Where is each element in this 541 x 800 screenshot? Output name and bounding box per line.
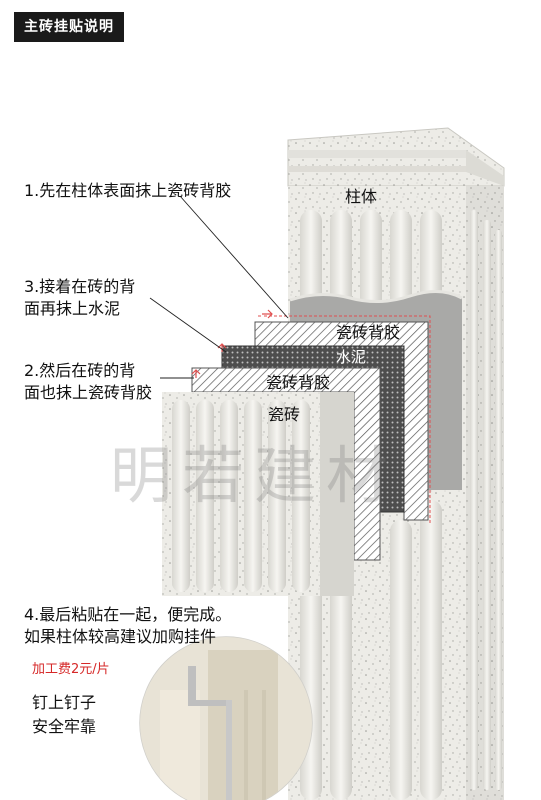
watermark: 明若建材 — [110, 439, 399, 512]
label-layer-tile: 瓷砖 — [268, 405, 301, 424]
label-step2-line2: 面也抹上瓷砖背胶 — [24, 383, 153, 402]
label-nail-line2: 安全牢靠 — [32, 717, 97, 736]
red-arrow-markers — [191, 309, 273, 378]
price-note: 加工费2元/片 — [32, 662, 110, 677]
label-layer-adhesive-inner: 瓷砖背胶 — [336, 323, 401, 342]
column-front-flutes — [300, 210, 442, 800]
section-title: 主砖挂贴说明 — [14, 12, 124, 42]
label-layer-adhesive-outer: 瓷砖背胶 — [266, 373, 331, 392]
tile-piece — [162, 392, 354, 596]
label-layer-cement: 水泥 — [336, 348, 367, 366]
column-side-flutes — [470, 210, 502, 790]
hook-inset — [139, 636, 313, 800]
label-step1: 1.先在柱体表面抹上瓷砖背胶 — [24, 181, 232, 200]
label-column: 柱体 — [345, 187, 378, 206]
label-step4-line1: 4.最后粘贴在一起，便完成。 — [24, 605, 232, 624]
label-step2-line1: 2.然后在砖的背 — [24, 361, 136, 380]
label-step3-line2: 面再抹上水泥 — [24, 299, 121, 318]
leader-lines — [149, 195, 289, 379]
label-step4-line2: 如果柱体较高建议加购挂件 — [24, 627, 217, 646]
label-nail-line1: 钉上钉子 — [32, 693, 97, 712]
column-cap — [287, 127, 505, 187]
label-step3-line1: 3.接着在砖的背 — [24, 277, 136, 296]
